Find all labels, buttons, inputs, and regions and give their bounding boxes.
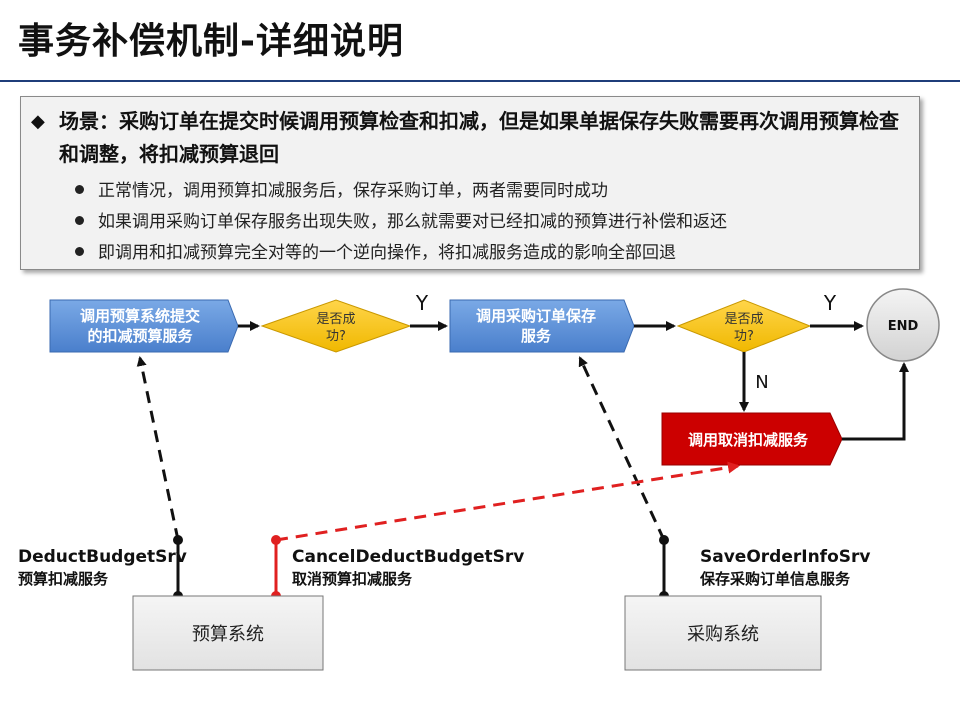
scenario-point: 正常情况，调用预算扣减服务后，保存采购订单，两者需要同时成功 (75, 176, 608, 201)
scenario-point: 即调用和扣减预算完全对等的一个逆向操作，将扣减服务造成的影响全部回退 (75, 238, 676, 263)
purchase-system-label: 采购系统 (687, 624, 759, 645)
save-step-line1: 调用采购订单保存 (476, 307, 596, 325)
save-service-name: SaveOrderInfoSrv (700, 547, 870, 567)
cancel-step-label: 调用取消扣减服务 (688, 431, 809, 449)
arrow-cancel-end (842, 362, 909, 441)
cancel-connector-dot (271, 535, 281, 545)
title-divider (0, 80, 960, 82)
end-label: END (888, 319, 919, 334)
yes1-label: Y (415, 291, 429, 315)
scenario-point: 如果调用采购订单保存服务出现失败，那么就需要对已经扣减的预算进行补偿和返还 (75, 207, 727, 232)
no2-label: N (755, 372, 768, 393)
decision2-diamond: 是否成 功? (676, 299, 812, 353)
bullet-dot-icon (75, 246, 84, 256)
scenario-panel: ◆ 场景：采购订单在提交时候调用预算检查和扣减，但是如果单据保存失败需要再次调用… (20, 96, 920, 270)
decision1-line2: 功? (326, 329, 346, 344)
budget-system-box: 预算系统 (132, 595, 324, 671)
deduct-service-desc: 预算扣减服务 (18, 570, 109, 588)
deduct-connector-dot (173, 535, 183, 545)
cancel-deduct-step: 调用取消扣减服务 (661, 412, 843, 466)
budget-system-label: 预算系统 (192, 624, 264, 645)
deduct-budget-step: 调用预算系统提交 的扣减预算服务 (49, 299, 239, 353)
yes2-label: Y (823, 291, 837, 315)
deduct-step-line2: 的扣减预算服务 (87, 327, 193, 345)
diamond-bullet-icon: ◆ (31, 111, 45, 132)
save-order-step: 调用采购订单保存 服务 (449, 299, 635, 353)
end-node: END (866, 288, 940, 362)
page-title: 事务补偿机制-详细说明 (18, 21, 404, 62)
bullet-dot-icon (75, 215, 84, 225)
decision2-line1: 是否成 (724, 312, 763, 327)
cancel-service-name: CancelDeductBudgetSrv (292, 547, 524, 567)
scenario-heading: ◆ 场景：采购订单在提交时候调用预算检查和扣减，但是如果单据保存失败需要再次调用… (31, 105, 911, 171)
decision1-diamond: 是否成 功? (260, 299, 412, 353)
cancel-service-link (275, 461, 740, 542)
save-connector-dot (659, 535, 669, 545)
purchase-system-box: 采购系统 (624, 595, 822, 671)
save-step-line2: 服务 (521, 327, 552, 345)
save-service-desc: 保存采购订单信息服务 (699, 570, 851, 588)
decision2-line2: 功? (734, 329, 754, 344)
decision1-line1: 是否成 (316, 312, 355, 327)
save-service-link (578, 356, 666, 541)
deduct-service-name: DeductBudgetSrv (18, 547, 187, 567)
cancel-service-desc: 取消预算扣减服务 (292, 570, 413, 588)
bullet-dot-icon (75, 184, 84, 194)
deduct-step-line1: 调用预算系统提交 (80, 307, 200, 325)
deduct-service-link (136, 356, 180, 541)
